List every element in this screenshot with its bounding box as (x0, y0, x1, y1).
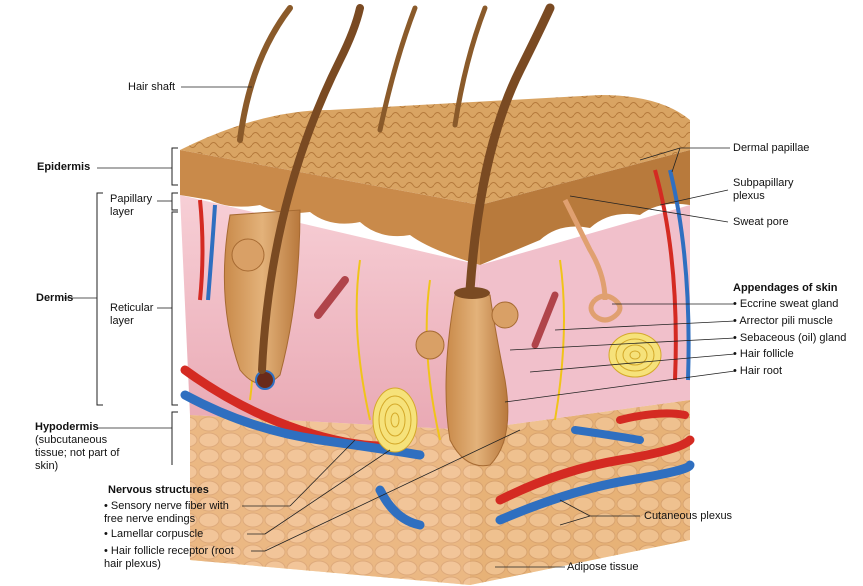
label-hair-shaft: Hair shaft (128, 81, 176, 93)
arrector-pili-muscle (531, 291, 559, 349)
hair-shaft (237, 5, 293, 143)
hair-shaft (465, 3, 555, 295)
artery-vessel (616, 409, 689, 424)
nervous-lamellar-corpuscle: • Lamellar corpuscle (104, 528, 204, 540)
epidermis-front-edge (180, 150, 480, 265)
sebaceous-gland (231, 238, 265, 272)
vein-vessel (206, 204, 217, 301)
label-dermal-papillae: Dermal papillae (733, 142, 810, 154)
label-cutaneous-plexus: Cutaneous plexus (644, 510, 733, 522)
artery-vessel (653, 169, 678, 381)
appendage-hair-root: • Hair root (733, 365, 783, 377)
label-epidermis: Epidermis (37, 161, 91, 173)
sebaceous-gland (415, 330, 445, 360)
sebaceous-gland (491, 301, 519, 329)
arrector-pili-muscle (314, 276, 349, 319)
hair-bulb-left (255, 370, 275, 390)
hair-shaft (377, 5, 418, 133)
nerve-fiber (355, 259, 371, 421)
appendages-title: Appendages of skin (733, 282, 838, 294)
sweat-duct (562, 198, 608, 301)
epidermis-top-surface (180, 95, 690, 205)
label-brackets (96, 147, 178, 465)
appendage-sebaceous-gland: • Sebaceous (oil) gland (733, 332, 847, 344)
lamellar-corpuscle (608, 332, 662, 378)
lamellar-corpuscle (372, 387, 418, 453)
eccrine-sweat-gland-coil (588, 293, 623, 323)
label-hypodermis: Hypodermis (35, 421, 99, 433)
vein-vessel (668, 169, 691, 381)
hair-shaft (452, 5, 488, 128)
vein-vessel (495, 460, 695, 525)
epidermis-side-edge (480, 150, 690, 265)
artery-vessel (495, 435, 695, 505)
nervous-title: Nervous structures (108, 484, 209, 496)
vein-vessel (571, 426, 644, 444)
label-adipose-tissue: Adipose tissue (567, 561, 639, 573)
nerve-fiber (554, 259, 565, 421)
nervous-sensory-nerve-fiber: • Sensory nerve fiber with free nerve en… (104, 500, 229, 525)
nervous-hair-follicle-receptor: • Hair follicle receptor (root hair plex… (104, 545, 234, 570)
label-papillary-layer: Papillary layer (110, 193, 153, 218)
label-sweat-pore: Sweat pore (733, 216, 789, 228)
hypodermis-front-face (190, 415, 470, 585)
appendage-arrector-pili-muscle: • Arrector pili muscle (733, 315, 833, 327)
label-reticular-layer: Reticular layer (110, 302, 154, 327)
artery-vessel (198, 199, 205, 301)
hair-shaft (258, 4, 364, 374)
appendage-eccrine-sweat-gland: • Eccrine sweat gland (733, 298, 839, 310)
label-dermis: Dermis (36, 292, 74, 304)
hair-follicle-center (445, 294, 509, 467)
leader-lines (64, 86, 736, 568)
appendage-hair-follicle: • Hair follicle (733, 348, 794, 360)
label-hypodermis-note: (subcutaneous tissue; not part of skin) (35, 434, 120, 472)
label-subpapillary-plexus: Subpapillary plexus (733, 177, 794, 202)
